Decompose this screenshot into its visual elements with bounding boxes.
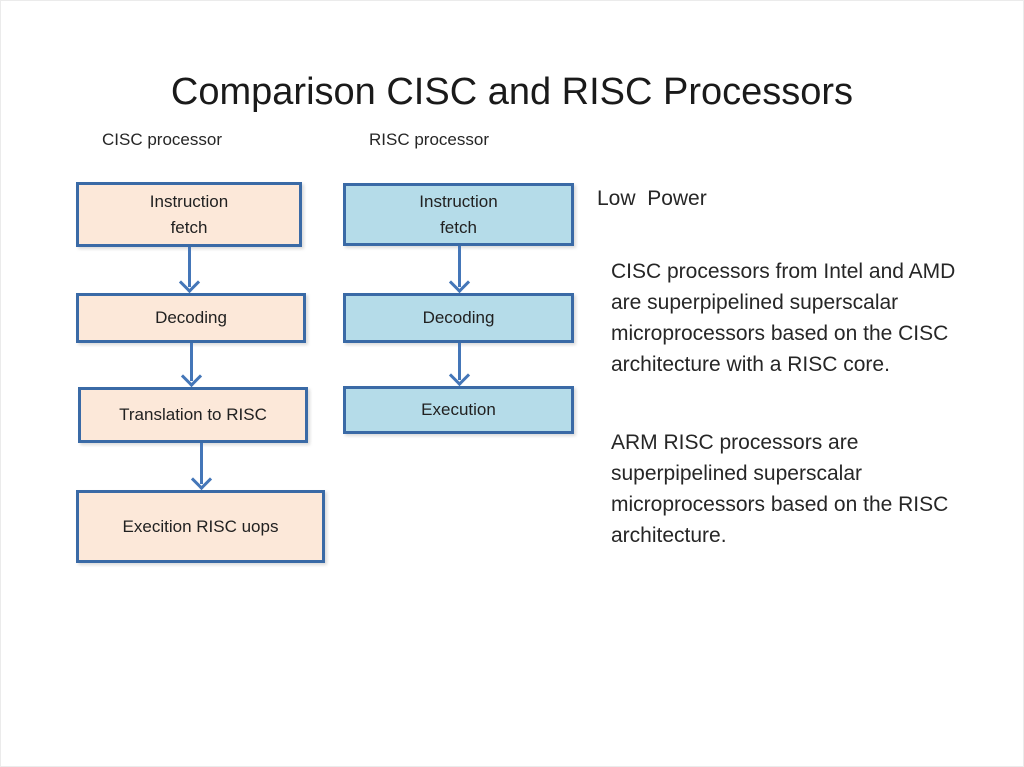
arrow-head	[448, 364, 471, 387]
risc-column-label: RISC processor	[369, 130, 489, 149]
down-arrow-icon	[447, 343, 471, 387]
arrow-shaft	[457, 246, 461, 287]
arrow-shaft	[457, 343, 461, 380]
down-arrow-icon	[189, 443, 213, 491]
flow-box-cisc-execition-risc-uops: Execition RISC uops	[76, 490, 325, 563]
risc-description-paragraph: ARM RISC processors are superpipelined s…	[611, 431, 949, 547]
low-power-label: Low Power	[597, 187, 707, 210]
slide-title: Comparison CISC and RISC Processors	[170, 71, 854, 113]
flow-box-cisc-decoding: Decoding	[76, 293, 306, 343]
flow-box-cisc-translation-to-risc: Translation to RISC	[78, 387, 308, 443]
flow-box-risc-execution: Execution	[343, 386, 574, 434]
arrow-head	[180, 365, 203, 388]
down-arrow-icon	[447, 246, 471, 294]
down-arrow-icon	[177, 247, 201, 294]
arrow-shaft	[199, 443, 203, 484]
cisc-column-label: CISC processor	[102, 130, 222, 149]
arrow-head	[448, 271, 471, 294]
arrow-shaft	[189, 343, 193, 381]
cisc-description-paragraph: CISC processors from Intel and AMD are s…	[611, 260, 956, 376]
arrow-head	[190, 468, 213, 491]
arrow-head	[178, 271, 201, 294]
down-arrow-icon	[179, 343, 203, 388]
flow-box-risc-decoding: Decoding	[343, 293, 574, 343]
arrow-shaft	[187, 247, 191, 287]
flow-box-risc-instruction-fetch: Instruction fetch	[343, 183, 574, 246]
flow-box-cisc-instruction-fetch: Instruction fetch	[76, 182, 302, 247]
